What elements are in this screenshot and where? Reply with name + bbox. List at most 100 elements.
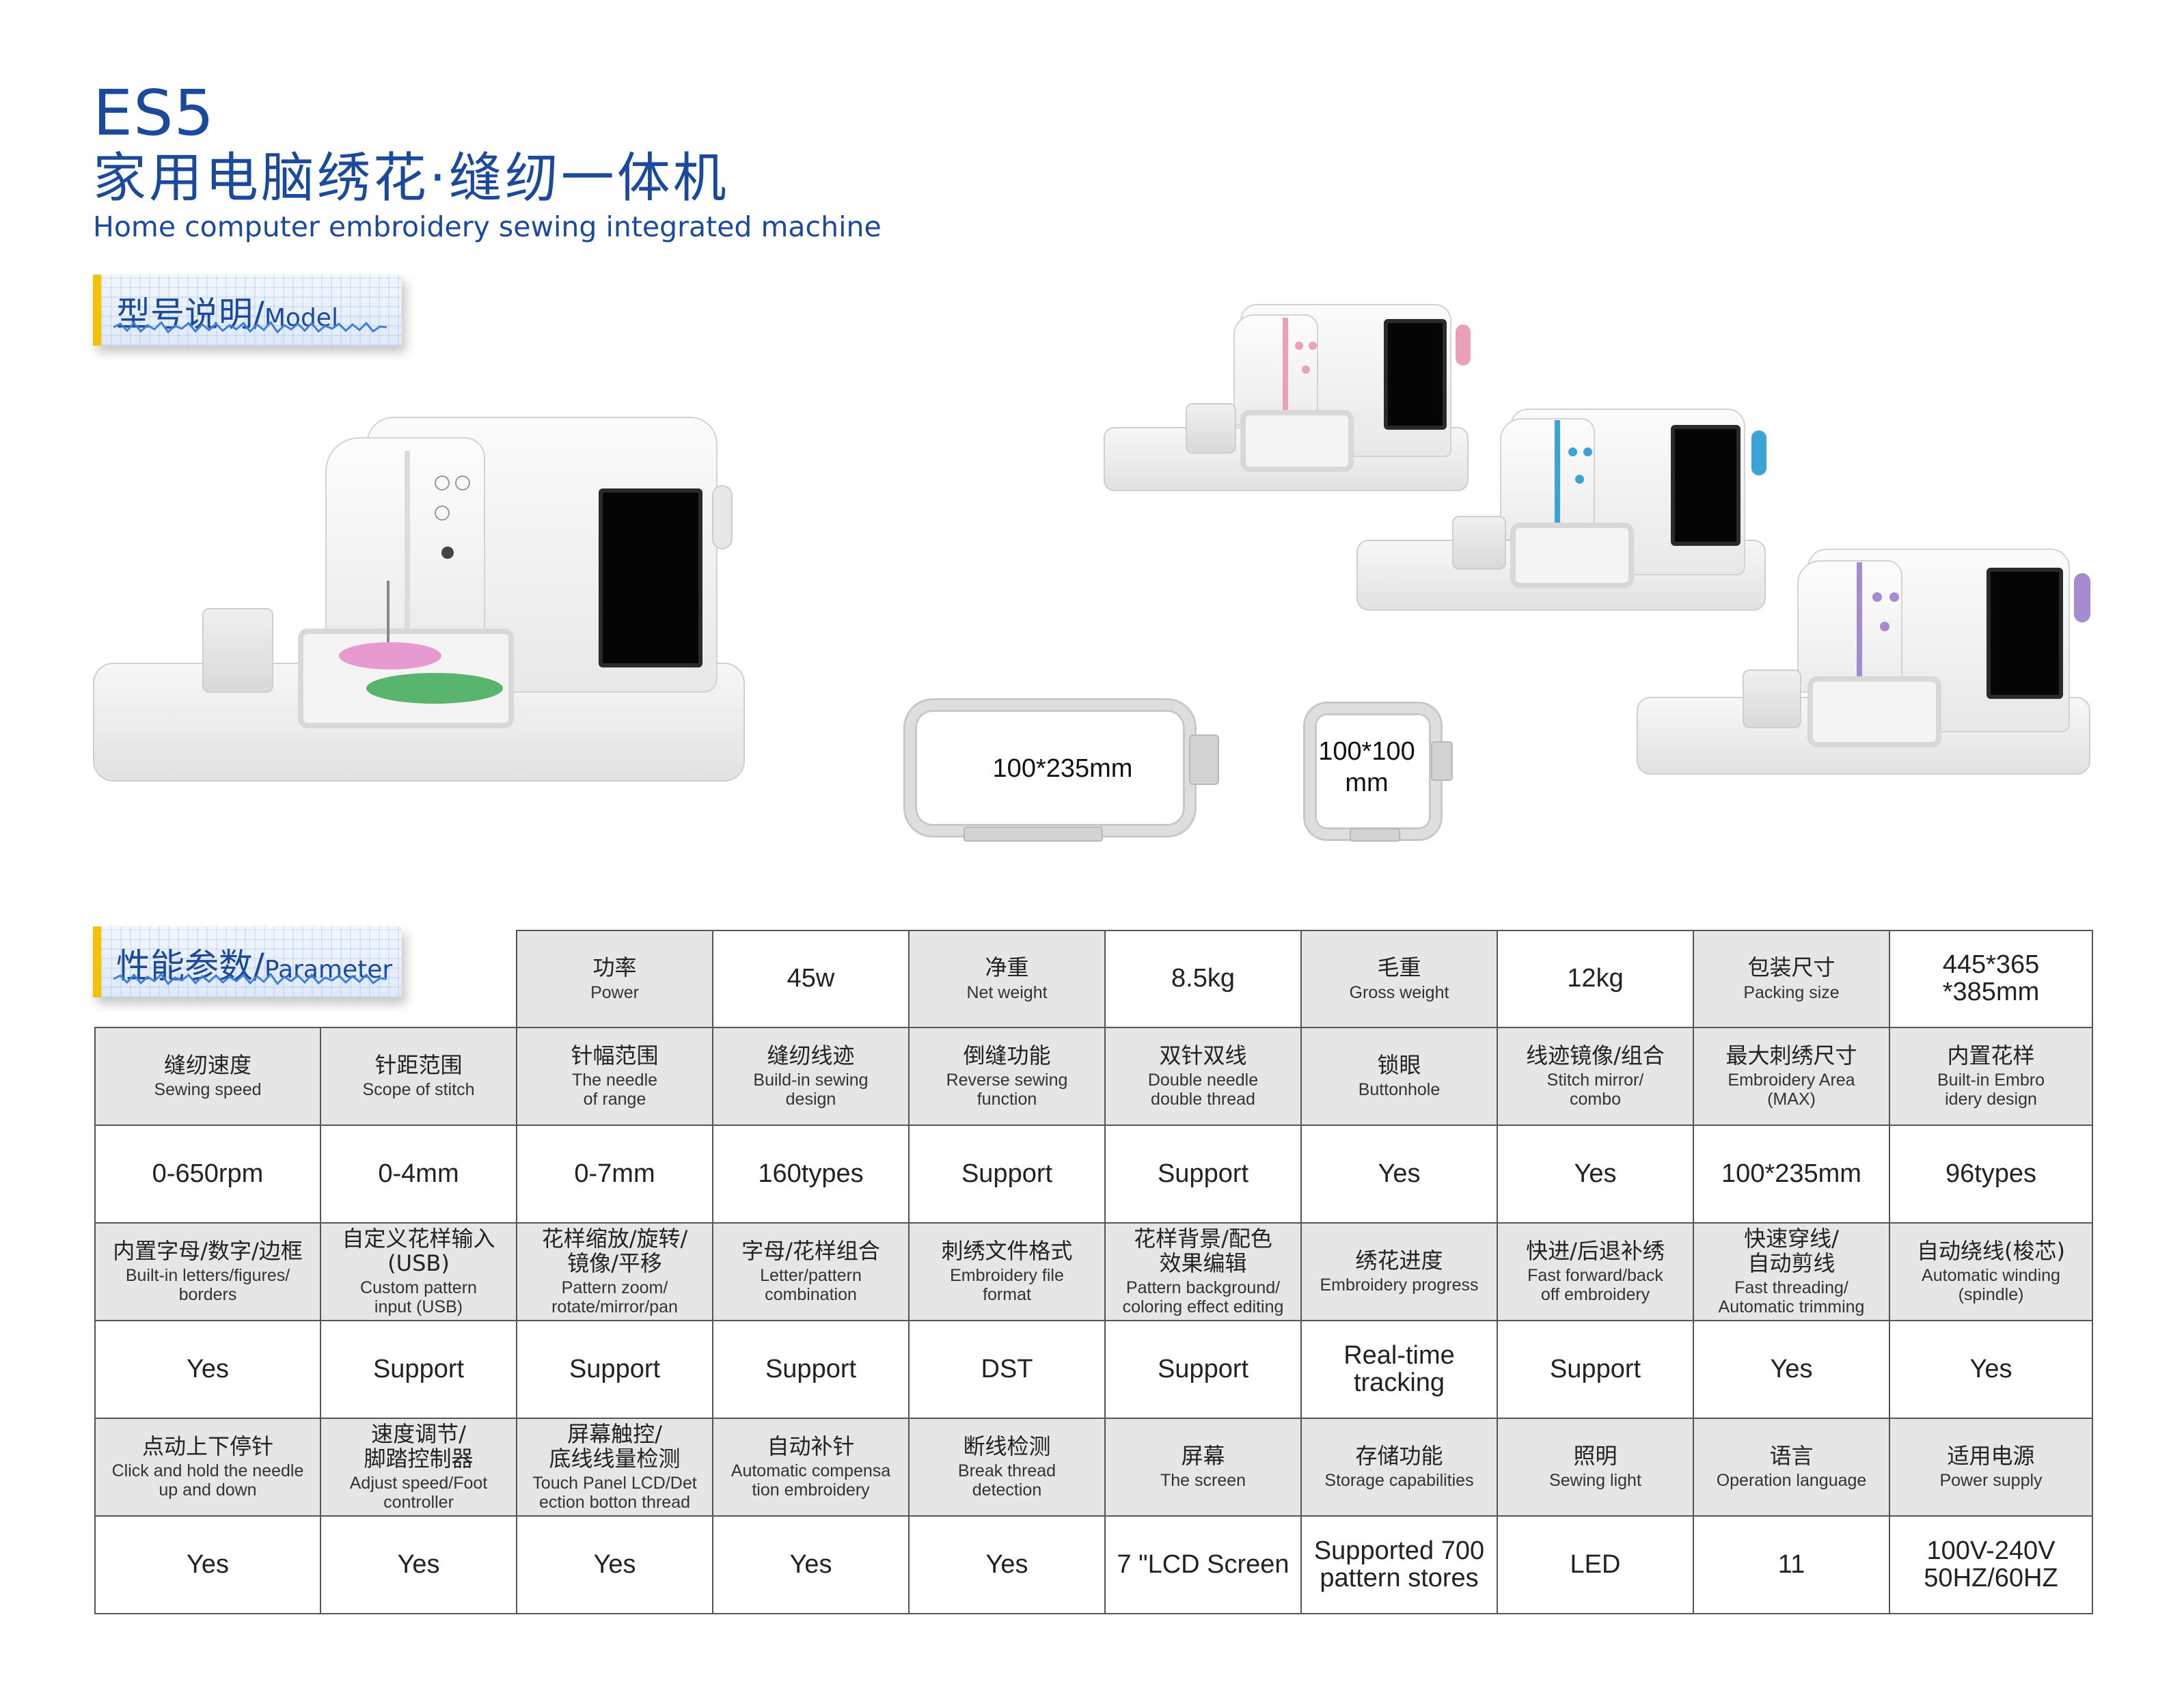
- row2-9-label-en: Automatic winding(spindle): [1922, 1266, 2060, 1305]
- lcd-screen-icon: [1671, 425, 1741, 546]
- row2-5-value-cell: Support: [1104, 1320, 1302, 1419]
- row2-2-label-cn: 花样缩放/旋转/镜像/平移: [541, 1226, 688, 1276]
- blue-variant-machine-image: [1356, 403, 1766, 622]
- row1-4-label-cn: 倒缝功能: [963, 1042, 1051, 1068]
- top-1-value-cell: 8.5kg: [1104, 930, 1302, 1028]
- row1-2-label-cn: 针幅范围: [571, 1042, 659, 1068]
- lcd-screen-icon: [599, 488, 702, 667]
- row3-6-label-cn: 存储功能: [1355, 1442, 1443, 1469]
- row1-0-label-cn: 缝纫速度: [163, 1051, 251, 1078]
- row3-8-label-en: Operation language: [1716, 1471, 1867, 1491]
- row3-9-label-cn: 适用电源: [1947, 1442, 2035, 1469]
- title-english: Home computer embroidery sewing integrat…: [93, 210, 882, 243]
- row2-9-label-cn: 自动绕线(梭芯): [1917, 1237, 2065, 1264]
- row1-3-label-cn: 缝纫线迹: [767, 1042, 855, 1068]
- row3-5-value-cell: 7 "LCD Screen: [1104, 1515, 1302, 1614]
- row3-2-value-cell: Yes: [516, 1515, 713, 1614]
- purple-variant-machine-image: [1637, 543, 2094, 782]
- top-2-label-en: Gross weight: [1349, 982, 1449, 1002]
- row3-4-value-cell: Yes: [908, 1515, 1106, 1614]
- top-3-label-en: Packing size: [1743, 982, 1840, 1002]
- row2-2-label-en: Pattern zoom/rotate/mirror/pan: [551, 1278, 678, 1316]
- row1-7-label-en: Stitch mirror/combo: [1546, 1071, 1644, 1109]
- row3-9-label-en: Power supply: [1939, 1471, 2043, 1491]
- row1-1-value-cell: 0-4mm: [320, 1125, 517, 1224]
- row1-8-value-cell: 100*235mm: [1693, 1125, 1890, 1224]
- row3-5-label-en: The screen: [1160, 1471, 1246, 1491]
- row2-4-value-cell: DST: [908, 1320, 1106, 1419]
- row1-0-label-en: Sewing speed: [154, 1080, 262, 1100]
- top-0-label-cn: 功率: [592, 954, 637, 981]
- row2-5-label-cn: 花样背景/配色效果编辑: [1134, 1226, 1272, 1276]
- top-1-label-en: Net weight: [966, 982, 1048, 1002]
- top-2-label-cn: 毛重: [1377, 954, 1421, 981]
- pink-variant-machine-image: [1104, 297, 1473, 502]
- small-hoop-label: 100*100 mm: [1318, 737, 1415, 797]
- row2-7-label-cn: 快进/后退补绣: [1526, 1237, 1665, 1264]
- row3-7-value-cell: LED: [1497, 1515, 1694, 1614]
- row2-8-label-en: Fast threading/Automatic trimming: [1718, 1278, 1865, 1316]
- row1-8-label-cn: 最大刺绣尺寸: [1725, 1042, 1857, 1068]
- row3-1-value-cell: Yes: [320, 1515, 517, 1614]
- row1-3-value-cell: 160types: [712, 1125, 910, 1224]
- row1-7-value-cell: Yes: [1497, 1125, 1694, 1224]
- row3-1-label-cn: 速度调节/脚踏控制器: [364, 1421, 474, 1472]
- row1-7-label-cn: 线迹镜像/组合: [1526, 1042, 1665, 1068]
- row3-8-value-cell: 11: [1693, 1515, 1890, 1614]
- row1-0-value-cell: 0-650rpm: [94, 1125, 321, 1224]
- row1-4-value-cell: Support: [908, 1125, 1106, 1224]
- row2-1-value-cell: Support: [320, 1320, 517, 1419]
- row3-7-label-cn: 照明: [1573, 1442, 1617, 1469]
- row2-8-label-cn: 快速穿线/自动剪线: [1744, 1226, 1839, 1276]
- row2-0-label-en: Built-in letters/figures/borders: [125, 1266, 290, 1305]
- row2-8-value-cell: Yes: [1693, 1320, 1890, 1419]
- lcd-screen-icon: [1384, 319, 1447, 430]
- top-3-label-cn: 包装尺寸: [1747, 954, 1835, 981]
- row2-9-value-cell: Yes: [1889, 1320, 2093, 1419]
- wave-decoration-icon: [113, 973, 387, 985]
- row2-5-label-en: Pattern background/coloring effect editi…: [1122, 1278, 1284, 1316]
- wave-decoration-icon: [113, 321, 387, 333]
- row3-5-label-cn: 屏幕: [1181, 1442, 1225, 1469]
- row2-7-value-cell: Support: [1497, 1320, 1694, 1419]
- row1-2-value-cell: 0-7mm: [516, 1125, 713, 1224]
- row3-6-label-en: Storage capabilities: [1324, 1471, 1474, 1491]
- row2-0-value-cell: Yes: [94, 1320, 321, 1419]
- row2-6-label-cn: 绣花进度: [1355, 1247, 1443, 1273]
- row3-2-label-cn: 屏幕触控/底线线量检测: [549, 1421, 681, 1472]
